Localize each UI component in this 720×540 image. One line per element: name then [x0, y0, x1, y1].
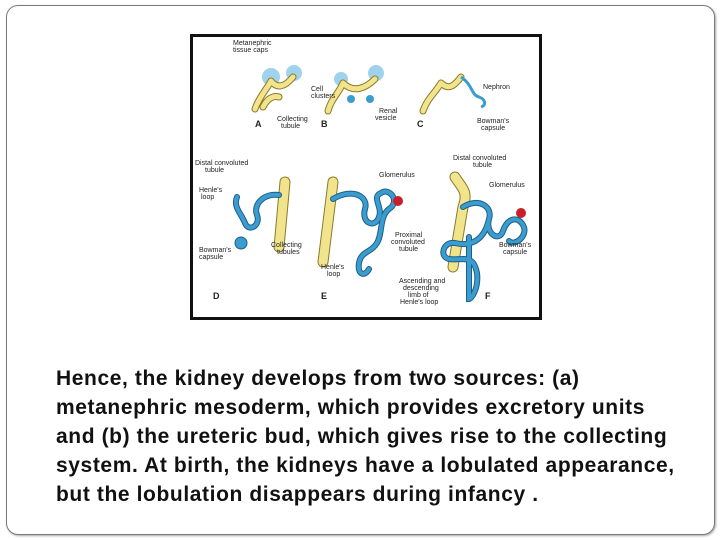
svg-text:limb of: limb of	[408, 292, 429, 299]
glomerulus-f	[516, 208, 526, 218]
metanephric-tissue-caps	[262, 65, 384, 86]
svg-text:clusters: clusters	[311, 93, 336, 100]
svg-text:A: A	[255, 119, 262, 129]
svg-text:Renal: Renal	[379, 108, 398, 115]
svg-text:tubule: tubule	[205, 167, 224, 174]
diagram-labels: Metanephric tissue caps Cell clusters Ne…	[195, 40, 532, 306]
svg-text:tissue caps: tissue caps	[233, 47, 269, 54]
svg-text:tubule: tubule	[399, 246, 418, 253]
svg-text:Metanephric: Metanephric	[233, 40, 272, 47]
svg-text:Nephron: Nephron	[483, 84, 510, 91]
svg-text:Bowman's: Bowman's	[477, 118, 510, 125]
svg-text:convoluted: convoluted	[391, 239, 425, 246]
svg-text:tubule: tubule	[281, 123, 300, 130]
svg-text:loop: loop	[327, 271, 340, 278]
svg-text:Bowman's: Bowman's	[499, 242, 532, 249]
svg-text:tubule: tubule	[473, 162, 492, 169]
svg-text:capsule: capsule	[481, 125, 505, 132]
svg-text:Henle's: Henle's	[199, 187, 223, 194]
svg-text:D: D	[213, 291, 220, 301]
svg-text:Henle's loop: Henle's loop	[400, 299, 438, 306]
svg-text:capsule: capsule	[199, 254, 223, 261]
svg-text:loop: loop	[201, 194, 214, 201]
kidney-development-diagram: Metanephric tissue caps Cell clusters Ne…	[195, 40, 532, 306]
svg-text:descending: descending	[403, 285, 439, 292]
svg-text:vesicle: vesicle	[375, 115, 397, 122]
svg-text:Distal convoluted: Distal convoluted	[195, 160, 248, 167]
svg-text:Bowman's: Bowman's	[199, 247, 232, 254]
svg-text:Collecting: Collecting	[271, 242, 302, 249]
kidney-development-figure: Metanephric tissue caps Cell clusters Ne…	[190, 34, 542, 320]
svg-text:E: E	[321, 291, 327, 301]
svg-text:Cell: Cell	[311, 86, 324, 93]
svg-text:tubules: tubules	[277, 249, 300, 256]
svg-text:capsule: capsule	[503, 249, 527, 256]
svg-text:Proximal: Proximal	[395, 232, 423, 239]
svg-text:Distal convoluted: Distal convoluted	[453, 155, 506, 162]
svg-text:C: C	[417, 119, 424, 129]
slide-caption: Hence, the kidney develops from two sour…	[56, 367, 675, 506]
svg-text:F: F	[485, 291, 491, 301]
svg-text:B: B	[321, 119, 328, 129]
cell-cluster	[347, 95, 355, 103]
nephron-c	[460, 75, 487, 109]
renal-vesicle	[366, 95, 374, 103]
glomerulus-e	[393, 196, 403, 206]
svg-text:Collecting: Collecting	[277, 116, 308, 123]
svg-text:Glomerulus: Glomerulus	[379, 172, 415, 179]
panel-letters: A B C D E F	[213, 119, 491, 301]
svg-text:Henle's: Henle's	[321, 264, 345, 271]
svg-text:Ascending and: Ascending and	[399, 278, 445, 285]
svg-text:Glomerulus: Glomerulus	[489, 182, 525, 189]
